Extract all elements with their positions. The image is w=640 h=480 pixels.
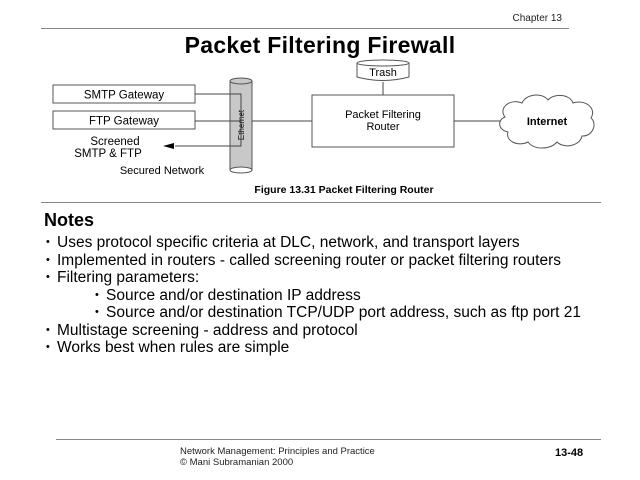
smtp-gateway-node: SMTP Gateway bbox=[52, 84, 196, 104]
router-label-line2: Router bbox=[366, 121, 399, 133]
trash-label: Trash bbox=[369, 67, 397, 79]
footer-copyright: © Mani Subramanian 2000 bbox=[180, 457, 294, 468]
caption-rule bbox=[41, 202, 601, 203]
packet-filtering-router-node: Packet Filtering Router bbox=[311, 94, 455, 148]
network-diagram: SMTP Gateway FTP Gateway Ethernet Screen… bbox=[52, 59, 595, 177]
note-item: Uses protocol specific criteria at DLC, … bbox=[46, 234, 606, 252]
footer-book-title: Network Management: Principles and Pract… bbox=[180, 446, 375, 457]
screened-label-line1: Screened bbox=[90, 136, 139, 148]
note-subitem: Source and/or destination TCP/UDP port a… bbox=[46, 304, 606, 322]
arrow-left-icon bbox=[163, 143, 174, 149]
note-item: Multistage screening - address and proto… bbox=[46, 322, 606, 340]
header-rule bbox=[41, 28, 569, 29]
note-subitem: Source and/or destination IP address bbox=[46, 287, 606, 305]
ftp-gateway-label: FTP Gateway bbox=[89, 116, 159, 128]
internet-cloud: Internet bbox=[499, 94, 595, 149]
secured-network-label: Secured Network bbox=[120, 165, 205, 177]
connections bbox=[175, 82, 501, 147]
trash-node: Trash bbox=[356, 59, 410, 81]
internet-label: Internet bbox=[527, 116, 568, 128]
smtp-gateway-label: SMTP Gateway bbox=[84, 90, 165, 102]
note-item: Filtering parameters: bbox=[46, 269, 606, 287]
page-title: Packet Filtering Firewall bbox=[184, 32, 456, 58]
footer-citation: Network Management: Principles and Pract… bbox=[180, 446, 375, 468]
notes-heading: Notes bbox=[44, 210, 95, 230]
router-label-line1: Packet Filtering bbox=[345, 109, 421, 121]
notes-list: Uses protocol specific criteria at DLC, … bbox=[46, 234, 606, 357]
note-item: Works best when rules are simple bbox=[46, 339, 606, 357]
ftp-gateway-node: FTP Gateway bbox=[52, 110, 196, 130]
figure-caption: Figure 13.31 Packet Filtering Router bbox=[254, 184, 434, 196]
page-number: 13-48 bbox=[555, 447, 584, 459]
note-item: Implemented in routers - called screenin… bbox=[46, 252, 606, 270]
chapter-label: Chapter 13 bbox=[512, 13, 562, 24]
smtp-link bbox=[175, 93, 242, 147]
screened-label-line2: SMTP & FTP bbox=[74, 148, 142, 160]
footer-rule bbox=[56, 439, 601, 440]
